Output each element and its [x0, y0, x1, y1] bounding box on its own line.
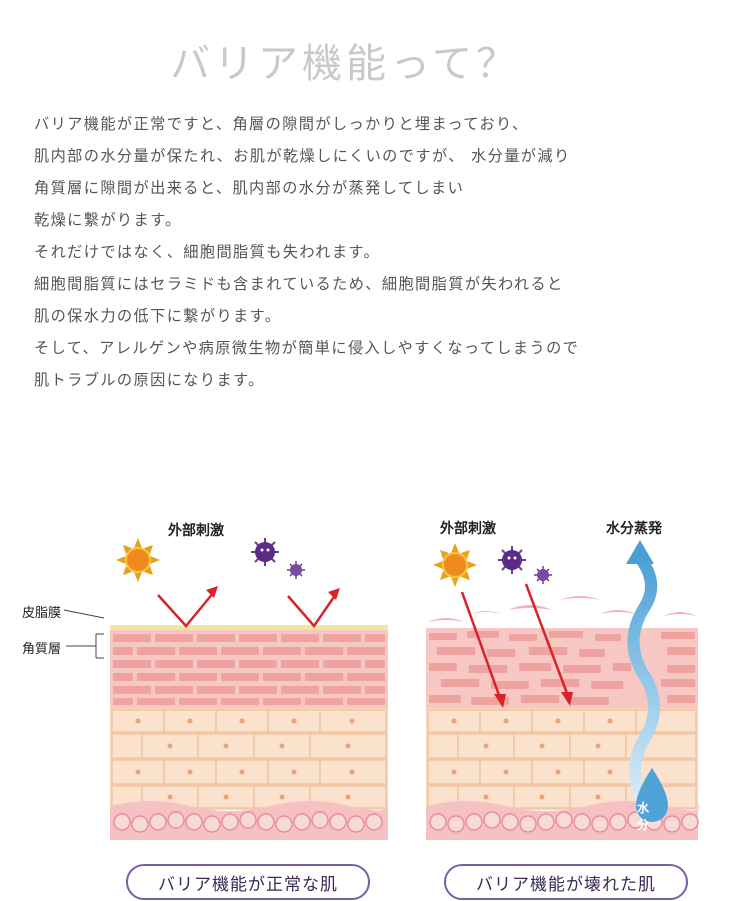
sebum-label: 皮脂膜: [22, 606, 62, 621]
description-line: 乾燥に繋がります。: [34, 211, 182, 229]
sun-icon: [116, 538, 160, 582]
penetrate-arrow: [460, 591, 502, 699]
page-title: バリア機能って？: [170, 41, 520, 87]
sebum-film: [110, 625, 388, 630]
description-line: それだけではなく、細胞間脂質も失われます。: [34, 243, 381, 261]
evaporation-arrow: [627, 552, 661, 806]
description-line: 肌トラブルの原因になります。: [34, 371, 265, 389]
germ-icon: [287, 561, 305, 579]
germ-icon: [498, 546, 526, 574]
left-external-label: 外部刺激: [168, 523, 224, 539]
stratum-label: 角質層: [22, 642, 62, 657]
evaporation-label: 水分蒸発: [606, 521, 662, 537]
description-line: 角質層に隙間が出来ると、肌内部の水分が蒸発してしまい: [34, 179, 465, 197]
description-line: そして、アレルゲンや病原微生物が簡単に侵入しやすくなってしまうので: [34, 339, 580, 357]
description-line: 肌内部の水分量が保たれ、お肌が乾燥しにくいのですが、 水分量が減り: [34, 147, 571, 165]
healthy-skin-illustration: [63, 538, 389, 840]
sun-icon: [433, 543, 477, 587]
penetrate-arrow: [524, 583, 570, 697]
left-caption: バリア機能が正常な肌: [126, 864, 370, 900]
water-drop-icon: [636, 768, 668, 822]
description-line: 肌の保水力の低下に繋がります。: [34, 307, 282, 325]
description-line: バリア機能が正常ですと、角層の隙間がしっかりと埋まっており、: [34, 115, 529, 133]
reflect-arrow: [287, 593, 338, 629]
right-external-label: 外部刺激: [440, 521, 496, 537]
damaged-skin-illustration: [426, 540, 700, 840]
water-drop-label: 水分: [637, 801, 650, 832]
description: バリア機能が正常ですと、角層の隙間がしっかりと埋まっており、 肌内部の水分量が保…: [34, 114, 724, 402]
germ-icon: [251, 538, 279, 566]
right-caption: バリア機能が壊れた肌: [444, 864, 688, 900]
reflect-arrow: [157, 591, 215, 628]
germ-icon: [534, 566, 552, 584]
diagram-graphics: [63, 538, 700, 840]
description-line: 細胞間脂質にはセラミドも含まれているため、細胞間脂質が失われると: [34, 275, 564, 293]
